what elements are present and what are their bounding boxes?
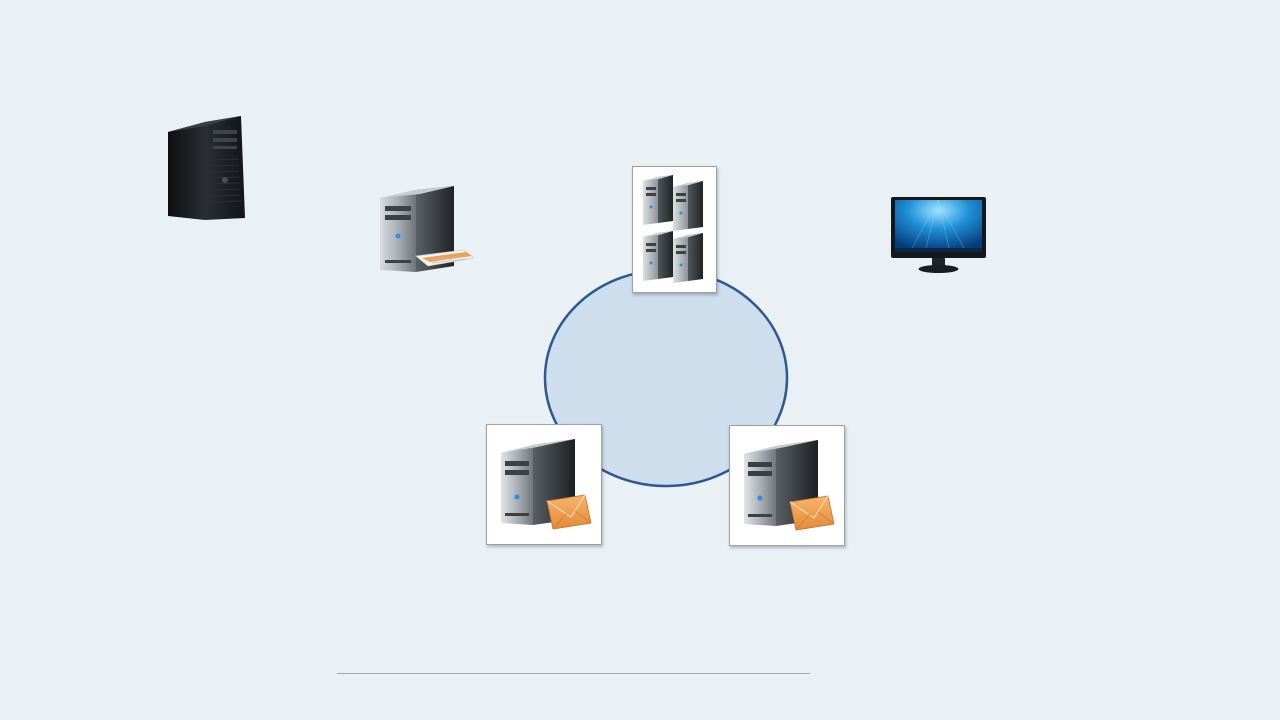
monitor-icon <box>891 197 986 273</box>
mail-server-icon <box>501 439 592 530</box>
print-server <box>376 184 476 278</box>
mail-server-left <box>486 424 602 545</box>
print-server-icon <box>380 186 475 272</box>
tower-server <box>165 112 250 224</box>
mail-server-icon <box>744 440 835 531</box>
server-cluster-icon <box>643 175 703 283</box>
server-cluster <box>632 166 717 293</box>
desktop-monitor <box>890 196 988 274</box>
tower-server-icon <box>168 116 245 220</box>
mail-server-right <box>729 425 845 546</box>
bottom-divider <box>337 673 810 674</box>
